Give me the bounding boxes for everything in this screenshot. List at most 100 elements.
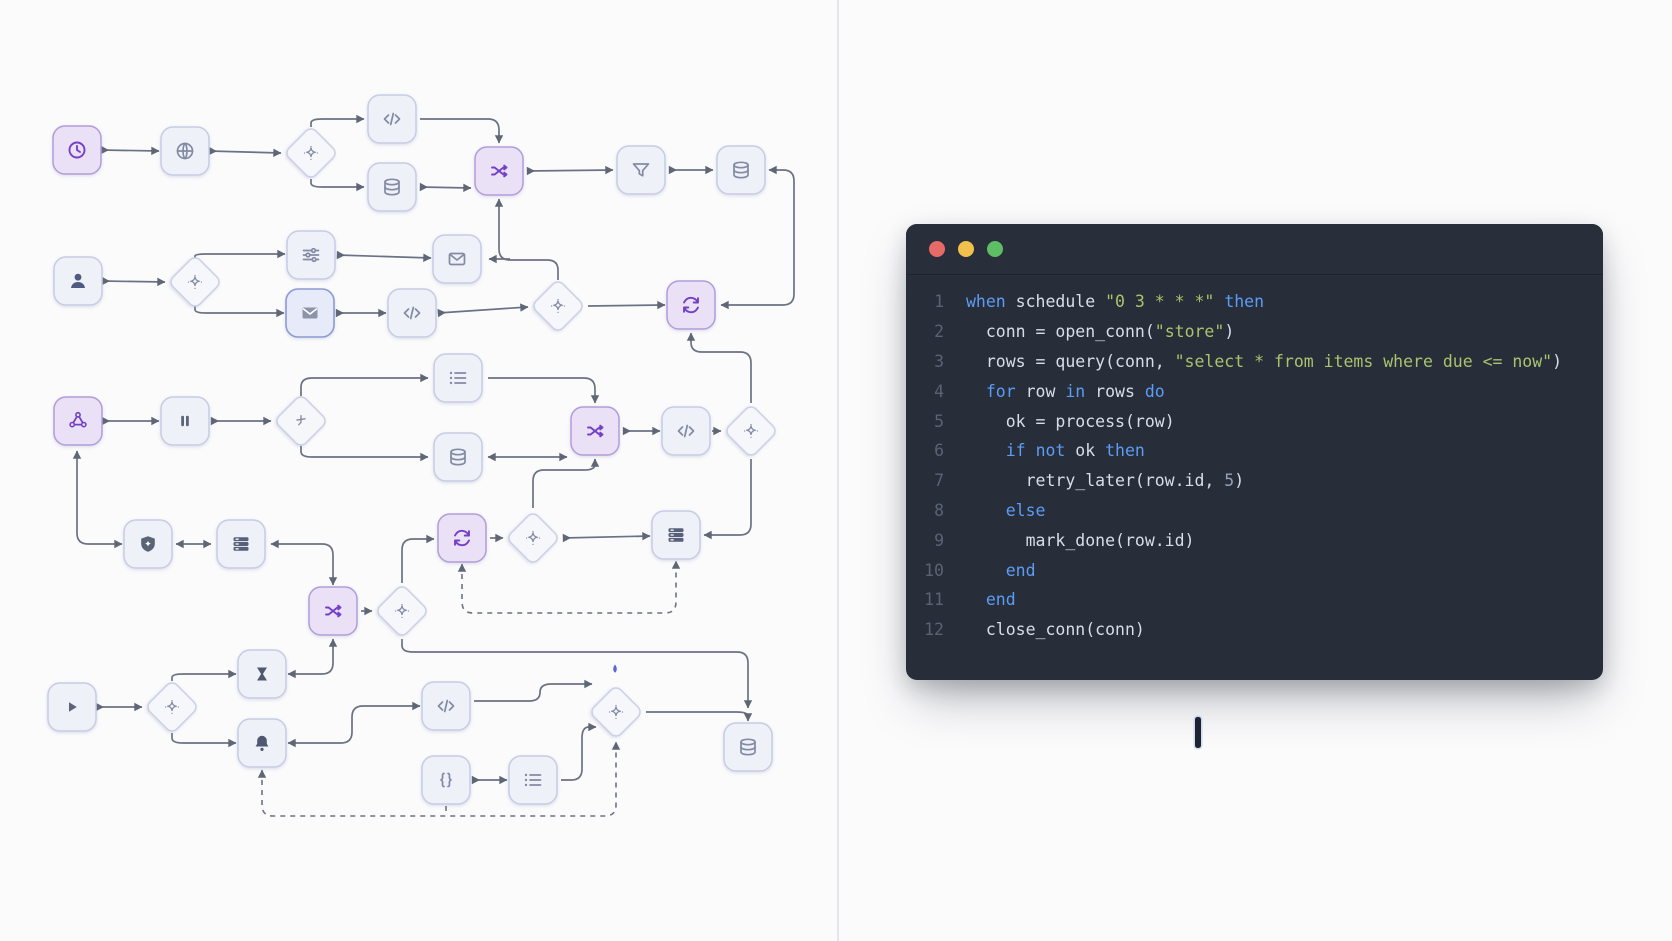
code-token-keyword: not	[1035, 441, 1066, 461]
pane-divider	[837, 0, 839, 941]
code-token-keyword: then	[1105, 441, 1145, 461]
flow-node-dbC[interactable]	[433, 432, 483, 482]
line-number: 8	[934, 500, 944, 520]
line-number: 3	[934, 351, 944, 371]
flow-node-codeB[interactable]	[387, 288, 437, 338]
flow-edge-shield-apiA	[72, 450, 123, 549]
flow-node-listE[interactable]	[508, 755, 558, 805]
flow-node-splitD[interactable]	[308, 586, 358, 636]
flow-edge-diamondE-bell	[171, 733, 237, 748]
sliders-icon	[302, 247, 320, 263]
flow-node-diamondD2[interactable]	[375, 584, 429, 638]
line-number: 4	[934, 381, 944, 401]
flow-edge-hourglass-splitD	[287, 638, 338, 679]
flow-node-play[interactable]	[47, 682, 97, 732]
flow-node-diamondE[interactable]	[145, 680, 199, 734]
line-number: 6	[934, 441, 944, 461]
flow-node-diamondC2[interactable]	[724, 404, 778, 458]
flow-node-splitC[interactable]	[570, 406, 620, 456]
code-token-keyword: when	[966, 292, 1006, 312]
code-token-keyword: else	[1005, 500, 1046, 520]
flow-edge-diamondD1-splitC	[532, 458, 600, 508]
line-number: 5	[934, 411, 944, 431]
zoom-button[interactable]	[987, 241, 1003, 257]
flow-edge-diamondB2-splitA	[494, 198, 559, 280]
flow-edge-splitA-filter	[526, 165, 614, 176]
flow-node-filter[interactable]	[616, 145, 666, 195]
flow-node-diamondB1[interactable]	[168, 255, 222, 309]
flow-edge-diamondE-hourglass	[171, 669, 237, 681]
code-token-number: 5	[1224, 471, 1235, 491]
flow-node-shield[interactable]	[123, 519, 173, 569]
code-line: 5 ok = process(row)	[906, 406, 1603, 436]
flow-node-diamondA[interactable]	[284, 126, 338, 180]
flow-node-braces[interactable]	[421, 755, 471, 805]
minimize-button[interactable]	[958, 241, 974, 257]
flow-node-bell[interactable]	[237, 718, 287, 768]
line-number: 2	[934, 322, 944, 342]
flow-node-person[interactable]	[53, 256, 103, 306]
code-token-keyword: end	[985, 590, 1016, 610]
workflow-pane	[47, 94, 795, 817]
flow-node-listC[interactable]	[433, 353, 483, 403]
flow-node-mailFill[interactable]	[285, 288, 335, 338]
code-text: else	[966, 501, 1046, 520]
flow-edge-diamondC-listC	[300, 373, 429, 396]
flow-edge-bell-codeE	[287, 701, 421, 748]
flow-edge-diamondE2-dbE	[646, 711, 753, 722]
flow-node-diamondE2[interactable]	[589, 685, 643, 739]
flow-node-mailOut[interactable]	[432, 234, 482, 284]
line-number: 7	[934, 471, 944, 491]
window-titlebar[interactable]	[906, 224, 1603, 275]
flow-node-codeC[interactable]	[661, 406, 711, 456]
flow-node-codeA[interactable]	[367, 94, 417, 144]
code-token-keyword: if	[1005, 441, 1026, 461]
code-token-keyword: do	[1144, 381, 1165, 401]
flow-node-hourglass[interactable]	[237, 649, 287, 699]
server-icon	[232, 536, 250, 552]
flow-edge-listE-diamondE2	[561, 722, 597, 781]
code-token-plain: )	[1234, 471, 1245, 491]
code-text: if not ok then	[966, 441, 1145, 460]
flow-node-codeE[interactable]	[421, 681, 471, 731]
flow-edge-diamondC2-serverD2	[703, 459, 752, 540]
code-text: for row in rows do	[966, 382, 1165, 401]
close-button[interactable]	[929, 241, 945, 257]
flow-node-apiA[interactable]	[53, 396, 103, 446]
flow-node-serverD[interactable]	[216, 519, 266, 569]
code-line: 3 rows = query(conn, "select * from item…	[906, 347, 1603, 377]
flow-node-clock[interactable]	[52, 125, 102, 175]
flow-node-pause[interactable]	[160, 396, 210, 446]
flow-node-serverD2[interactable]	[651, 510, 701, 560]
line-number: 10	[924, 560, 944, 580]
code-text: close_conn(conn)	[966, 620, 1145, 639]
code-line: 6 if not ok then	[906, 436, 1603, 466]
flow-node-diamondD1[interactable]	[506, 511, 560, 565]
code-token-plain: row	[1015, 381, 1066, 401]
code-line: 2 conn = open_conn("store")	[906, 317, 1603, 347]
flow-node-diamondC[interactable]	[274, 394, 328, 448]
flow-node-globe[interactable]	[160, 126, 210, 176]
code-line: 11 end	[906, 585, 1603, 615]
code-token-string: "select * from items where due <= now"	[1174, 351, 1553, 371]
code-token-plain	[1026, 441, 1036, 460]
code-token-string: "0 3 * * *"	[1105, 292, 1215, 312]
flow-node-refreshB[interactable]	[666, 280, 716, 330]
flow-node-dbA2[interactable]	[716, 145, 766, 195]
flow-node-refreshD[interactable]	[437, 513, 487, 563]
flow-edge-codeA-splitA	[420, 118, 504, 144]
code-text: mark_done(row.id)	[966, 531, 1195, 550]
flow-node-splitA[interactable]	[474, 146, 524, 196]
flow-node-sliders[interactable]	[286, 230, 336, 280]
flow-edge-diamondA-codeA	[310, 114, 365, 127]
code-line: 9 mark_done(row.id)	[906, 525, 1603, 555]
code-token-plain: mark_done(row.id)	[1025, 530, 1195, 550]
flow-node-dbA1[interactable]	[367, 162, 417, 212]
flow-edge-person-diamondB1	[101, 276, 166, 287]
flow-node-dbE[interactable]	[723, 722, 773, 772]
code-text: ok = process(row)	[966, 412, 1175, 431]
flow-node-diamondB2[interactable]	[531, 279, 585, 333]
